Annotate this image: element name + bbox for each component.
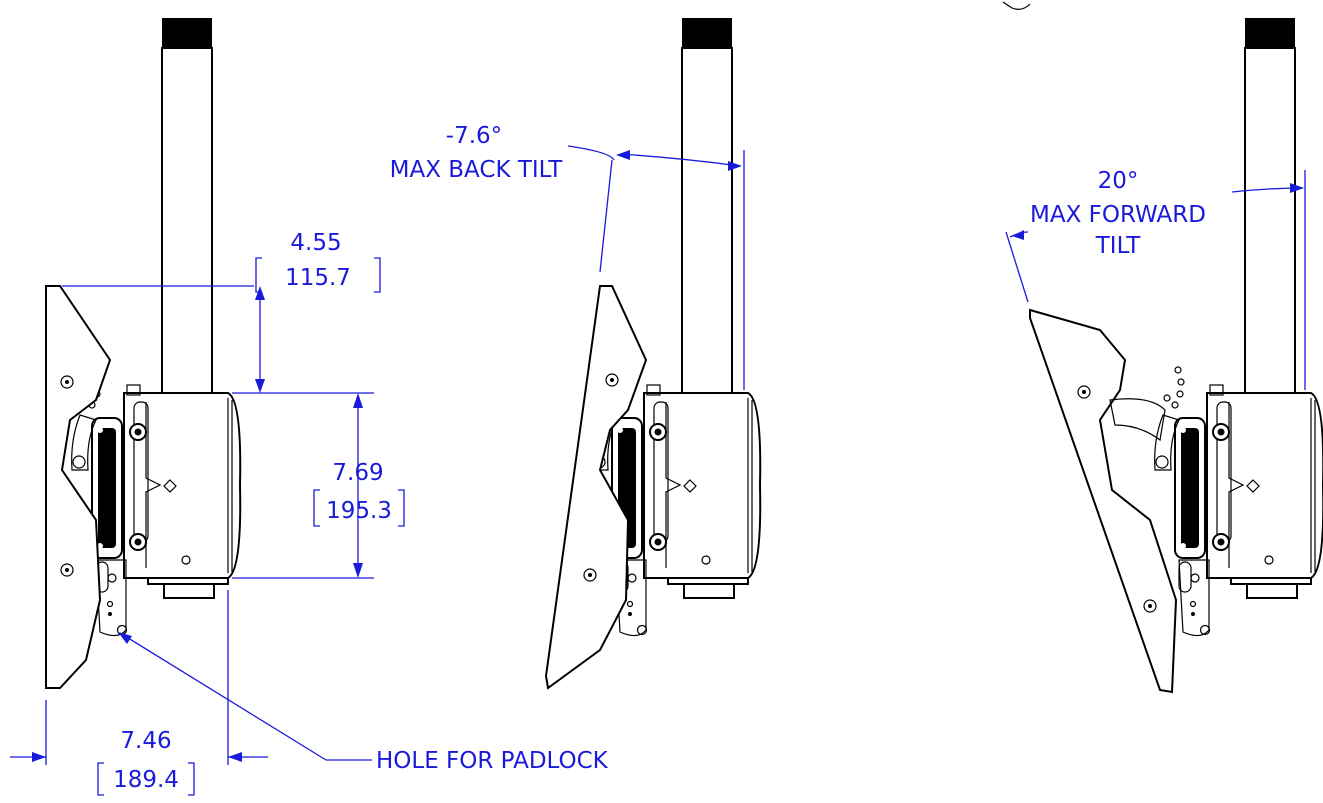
dimension-lines xyxy=(10,145,1306,796)
dim-height-mm: 195.3 xyxy=(326,498,392,524)
forward-tilt-angle: 20° xyxy=(1098,168,1139,194)
dim-offset-in: 4.55 xyxy=(290,230,341,256)
back-tilt-angle: -7.6° xyxy=(446,123,502,149)
mount-view-forward-tilt xyxy=(1002,1,1323,694)
back-tilt-label: MAX BACK TILT xyxy=(390,157,564,183)
dim-depth-in: 7.46 xyxy=(120,728,171,754)
forward-tilt-label-1: MAX FORWARD xyxy=(1030,202,1206,228)
dim-depth-mm: 189.4 xyxy=(113,767,179,793)
dim-height-in: 7.69 xyxy=(332,460,383,486)
forward-tilt-label-2: TILT xyxy=(1095,233,1141,259)
mount-view-neutral xyxy=(45,17,242,689)
mount-view-back-tilt xyxy=(544,17,762,690)
dim-offset-mm: 115.7 xyxy=(285,265,351,291)
padlock-callout: HOLE FOR PADLOCK xyxy=(376,748,609,774)
